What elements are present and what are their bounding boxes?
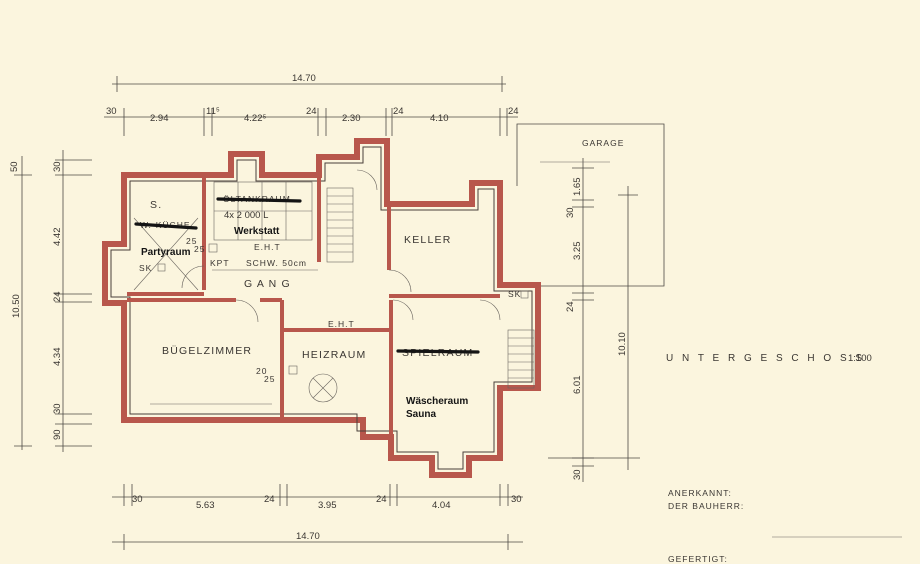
chimney-a-bottom-label: 25 — [194, 244, 205, 254]
dim-total-top: 14.70 — [292, 73, 316, 84]
title-block: U N T E R G E S C H O S S 1:100 ANERKANN… — [666, 353, 902, 564]
room-werkstatt-label: Werkstatt — [234, 226, 280, 237]
eht-top-label: E.H.T — [254, 242, 281, 252]
stairs-side — [507, 329, 535, 389]
dim-left-5: 4.34 — [52, 348, 63, 367]
sk-left-label: SK — [139, 263, 152, 273]
dimension-labels: 14.70 30 2.94 11⁵ 4.22⁵ 24 2.30 24 4.10 … — [9, 73, 628, 542]
oil-tanks — [213, 181, 313, 241]
room-sauna-label: Sauna — [406, 409, 436, 420]
dim-top-5: 24 — [306, 106, 317, 117]
stairs-main — [326, 187, 354, 263]
dim-top-8: 4.10 — [430, 113, 449, 124]
room-s-label: S. — [150, 199, 162, 211]
room-labels: S. W.-KÜCHE Partyraum SK ÖLTANKRAUM 4x 2… — [134, 138, 624, 420]
garage-label: GARAGE — [582, 138, 624, 148]
dim-bottom-6: 4.04 — [432, 500, 451, 511]
dim-left-3: 4.42 — [52, 228, 63, 247]
shaft-squares — [157, 263, 529, 299]
dim-right-6: 30 — [572, 469, 583, 480]
dim-top-2: 2.94 — [150, 113, 169, 124]
scale-label: 1:100 — [848, 353, 872, 364]
dim-bottom-1: 30 — [132, 494, 143, 505]
dim-right-1: 1.65 — [572, 178, 583, 197]
dim-right-5: 6.01 — [572, 376, 583, 395]
dim-bottom-4: 3.95 — [318, 500, 337, 511]
dim-top-7: 24 — [393, 106, 404, 117]
dim-bottom-3: 24 — [264, 494, 275, 505]
dim-bottom-7: 30 — [511, 494, 522, 505]
dim-right-4: 24 — [565, 301, 576, 312]
bauherr-label: DER BAUHERR: — [668, 501, 744, 511]
boiler — [288, 365, 338, 403]
dim-left-4: 24 — [52, 291, 63, 302]
dim-bottom-total: 14.70 — [296, 531, 320, 542]
dim-right-3: 3.25 — [572, 242, 583, 261]
garage-outline — [516, 123, 665, 287]
hall-lines — [150, 269, 318, 405]
eht-mid-label: E.H.T — [328, 319, 355, 329]
dim-top-9: 24 — [508, 106, 519, 117]
anerkannt-label: ANERKANNT: — [668, 488, 732, 498]
dim-bottom-2: 5.63 — [196, 500, 215, 511]
kpt-label: KPT — [210, 258, 230, 268]
tank-capacity-label: 4x 2 000 L — [224, 210, 268, 221]
chimney-b-bottom-label: 25 — [264, 374, 275, 384]
gefertigt-label: GEFERTIGT: — [668, 554, 728, 564]
room-gang-label: G A N G — [244, 278, 291, 290]
dim-top-6: 2.30 — [342, 113, 361, 124]
dim-bottom-5: 24 — [376, 494, 387, 505]
floor-title: U N T E R G E S C H O S S — [666, 353, 865, 364]
dim-left-1: 50 — [9, 161, 20, 172]
dim-left-total: 10.50 — [11, 294, 22, 318]
room-waescheraum-label: Wäscheraum — [406, 396, 468, 407]
chimney-a-top-label: 25 — [186, 236, 197, 246]
walls — [102, 138, 541, 478]
room-heizraum-label: HEIZRAUM — [302, 349, 366, 361]
sk-right-label: SK — [508, 289, 521, 299]
room-buegelzimmer-label: BÜGELZIMMER — [162, 345, 252, 357]
chimney-b-top-label: 20 — [256, 366, 267, 376]
chimney-a — [208, 243, 218, 253]
room-keller-label: KELLER — [404, 234, 451, 246]
dim-left-7: 90 — [52, 429, 63, 440]
doors — [181, 169, 501, 323]
dim-top-3: 11⁵ — [206, 106, 220, 117]
dim-left-2: 30 — [52, 161, 63, 172]
dim-top-4: 4.22⁵ — [244, 113, 266, 124]
dim-top-1: 30 — [106, 106, 117, 117]
room-partyraum-label: Partyraum — [141, 247, 191, 258]
schw-label: SCHW. 50cm — [246, 258, 307, 268]
dim-right-total: 10.10 — [617, 332, 628, 356]
dimension-lines — [14, 76, 640, 550]
dim-left-6: 30 — [52, 403, 63, 414]
kitchen-cross — [133, 217, 199, 291]
dim-right-2: 30 — [565, 207, 576, 218]
